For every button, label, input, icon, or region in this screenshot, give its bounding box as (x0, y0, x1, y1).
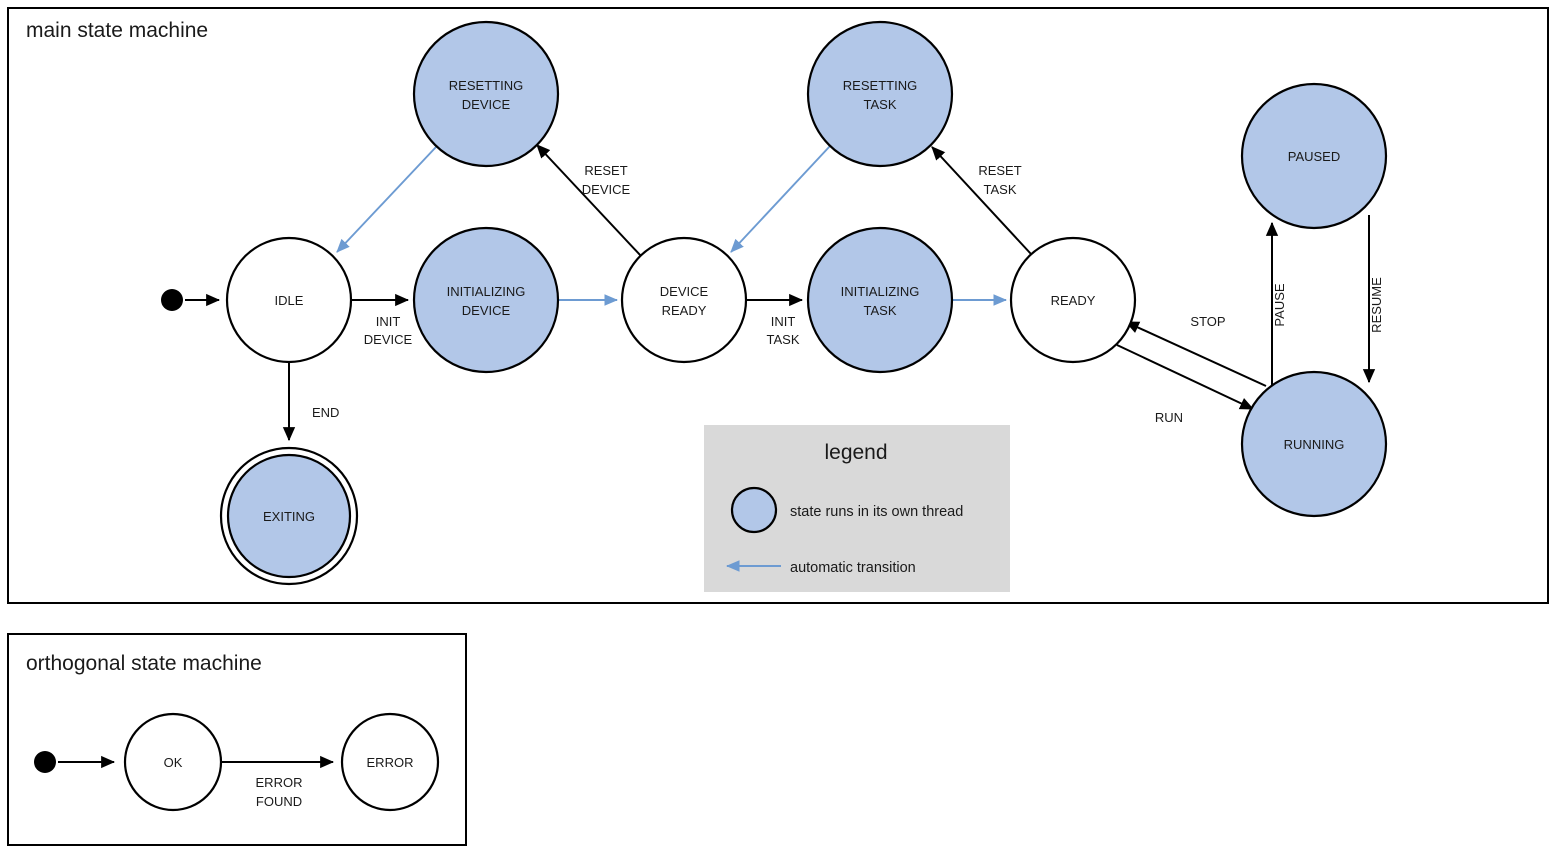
state-device-ready-label-line1: DEVICE (660, 284, 709, 299)
state-initializing-task-label-line2: TASK (864, 303, 897, 318)
edge-label-reset-task-line1: RESET (978, 163, 1021, 178)
state-resetting-device-label-line2: DEVICE (462, 97, 511, 112)
edge-label-init-task-line1: INIT (771, 314, 796, 329)
legend-item-auto-transition-text: automatic transition (790, 560, 916, 576)
state-paused-label: PAUSED (1288, 149, 1341, 164)
state-ok[interactable]: OK (123, 712, 223, 812)
main-frame-title: main state machine (26, 19, 208, 42)
transitions-layer (185, 144, 1376, 442)
state-resetting-task[interactable]: RESETTING TASK (806, 20, 954, 168)
state-error-shape[interactable] (340, 712, 440, 812)
transition-ready-to-running (1116, 344, 1255, 410)
legend-title: legend (824, 441, 887, 464)
state-resetting-device-shape[interactable] (412, 20, 560, 168)
ortho-initial-state-marker (34, 751, 56, 773)
edge-label-run: RUN (1155, 410, 1183, 425)
transition-running-to-ready (1124, 321, 1267, 387)
transition-resetting-device-to-idle (336, 146, 437, 253)
edge-label-stop: STOP (1190, 314, 1225, 329)
state-resetting-task-label-line2: TASK (864, 97, 897, 112)
state-initializing-device-label-line2: DEVICE (462, 303, 511, 318)
state-paused-shape[interactable] (1240, 82, 1388, 230)
edge-label-init-device-line1: INIT (376, 314, 401, 329)
edge-label-reset-device-line2: DEVICE (582, 182, 631, 197)
state-initializing-device[interactable]: INITIALIZING DEVICE (412, 226, 560, 374)
legend-thread-state-icon (730, 486, 778, 534)
state-resetting-device-label-line1: RESETTING (449, 78, 523, 93)
state-running-label: RUNNING (1284, 437, 1345, 452)
state-initializing-device-label-line1: INITIALIZING (447, 284, 526, 299)
transition-resetting-task-to-device-ready (730, 145, 831, 253)
edge-label-reset-task-line2: TASK (984, 182, 1017, 197)
state-resetting-task-label-line1: RESETTING (843, 78, 917, 93)
state-ok-label: OK (164, 755, 183, 770)
state-initializing-device-shape[interactable] (412, 226, 560, 374)
initial-state-marker (161, 289, 183, 311)
state-idle[interactable]: IDLE (225, 236, 353, 364)
state-ready-label: READY (1051, 293, 1096, 308)
state-ok-shape[interactable] (123, 712, 223, 812)
legend-item-thread-text: state runs in its own thread (790, 504, 963, 520)
ortho-edge-label-error-found-line2: FOUND (256, 794, 302, 809)
transition-device-ready-to-resetting-device (536, 144, 642, 257)
transition-ready-to-resetting-task (931, 146, 1032, 255)
orthogonal-frame-title: orthogonal state machine (26, 652, 262, 675)
state-running[interactable]: RUNNING (1240, 370, 1388, 518)
state-device-ready[interactable]: DEVICE READY (620, 236, 748, 364)
state-ready[interactable]: READY (1009, 236, 1137, 364)
state-exiting-shape[interactable] (226, 453, 352, 579)
state-initializing-task-shape[interactable] (806, 226, 954, 374)
state-running-shape[interactable] (1240, 370, 1388, 518)
edge-label-reset-device-line1: RESET (584, 163, 627, 178)
states-layer: IDLE RESETTING DEVICE INITIALIZING DEVIC… (161, 20, 1388, 586)
state-resetting-task-shape[interactable] (806, 20, 954, 168)
state-device-ready-shape[interactable] (620, 236, 748, 364)
state-exiting[interactable]: EXITING (219, 446, 359, 586)
state-device-ready-label-line2: READY (662, 303, 707, 318)
state-initializing-task[interactable]: INITIALIZING TASK (806, 226, 954, 374)
ortho-edge-label-error-found-line1: ERROR (256, 775, 303, 790)
edge-label-end: END (312, 405, 339, 420)
state-initializing-task-label-line1: INITIALIZING (841, 284, 920, 299)
state-paused[interactable]: PAUSED (1240, 82, 1388, 230)
edge-label-init-device-line2: DEVICE (364, 332, 413, 347)
edge-label-pause: PAUSE (1272, 283, 1287, 326)
transition-labels-layer: INIT DEVICE RESET DEVICE INIT TASK RESET… (312, 163, 1384, 425)
state-idle-shape[interactable] (225, 236, 353, 364)
state-idle-label: IDLE (275, 293, 304, 308)
state-exiting-label: EXITING (263, 509, 315, 524)
state-ready-shape[interactable] (1009, 236, 1137, 364)
legend: legend state runs in its own thread auto… (704, 425, 1010, 592)
state-error[interactable]: ERROR (340, 712, 440, 812)
state-resetting-device[interactable]: RESETTING DEVICE (412, 20, 560, 168)
edge-label-init-task-line2: TASK (767, 332, 800, 347)
state-error-label: ERROR (367, 755, 414, 770)
edge-label-resume: RESUME (1369, 277, 1384, 333)
orthogonal-state-machine-frame: orthogonal state machine ERROR FOUND OK … (7, 633, 467, 846)
